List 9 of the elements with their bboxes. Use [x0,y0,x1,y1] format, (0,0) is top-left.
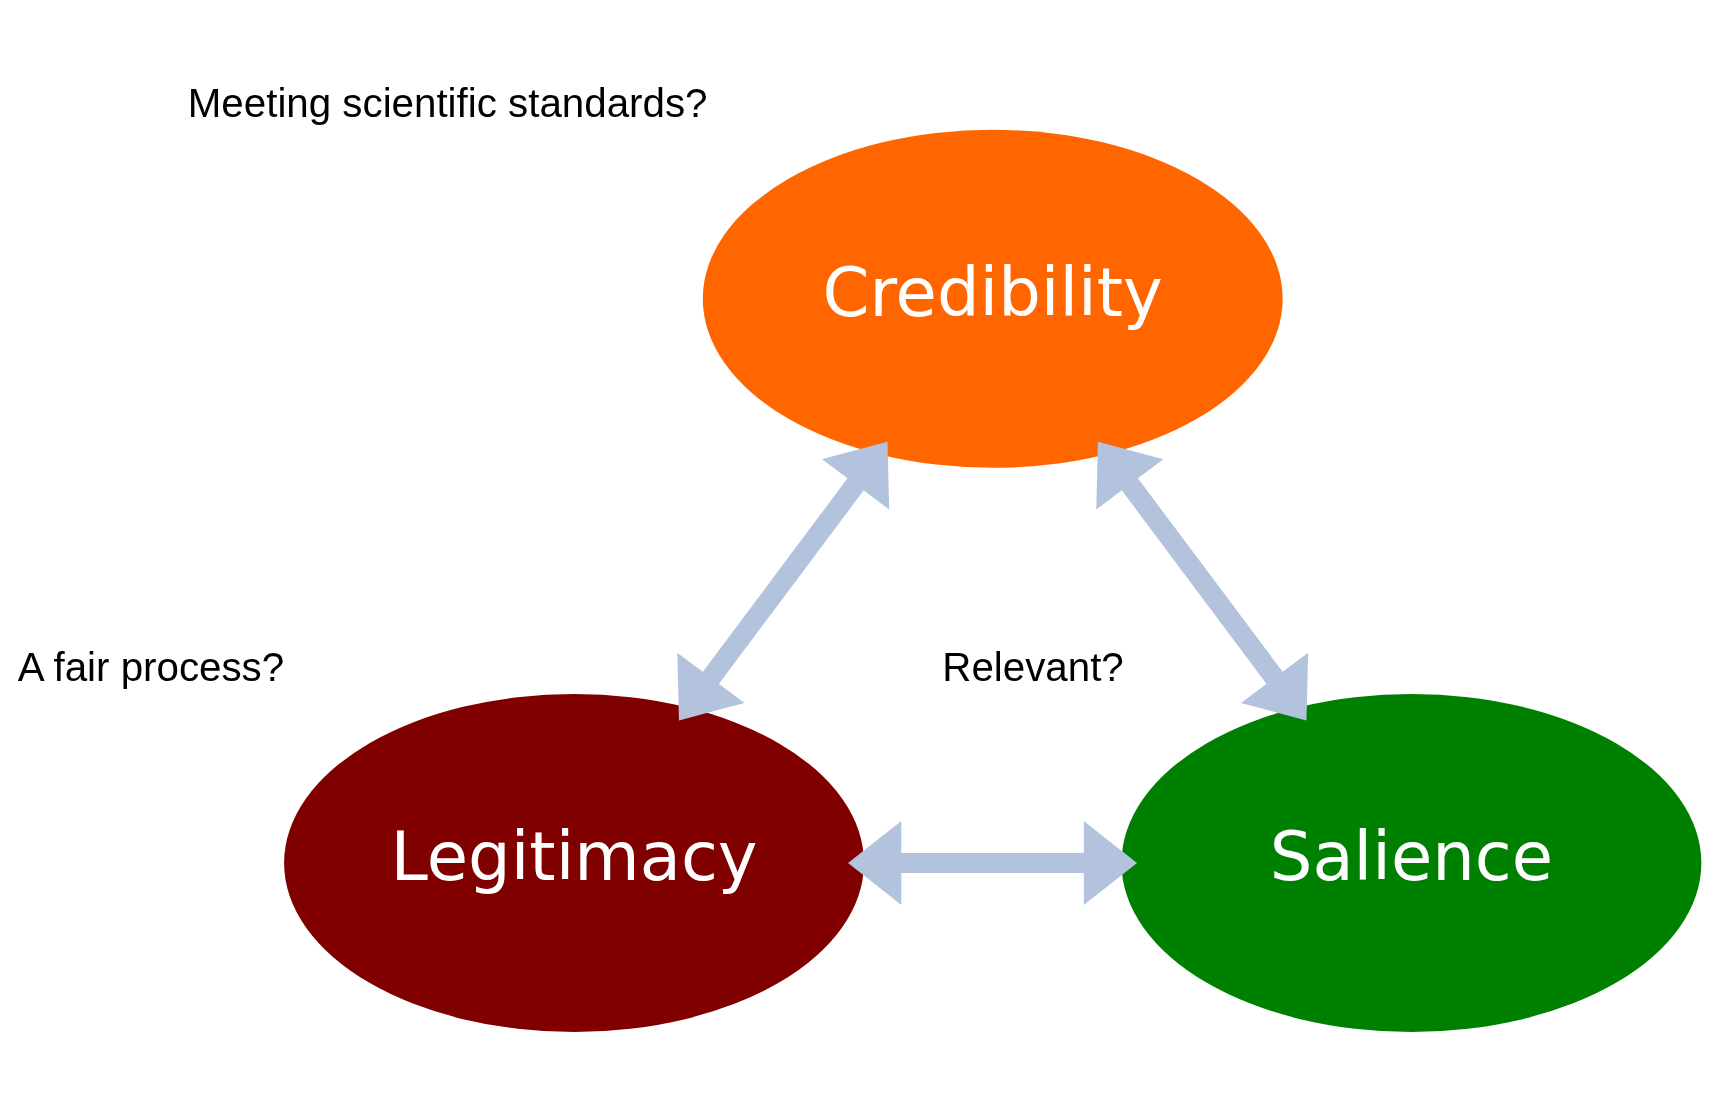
node-label: Relevant? [942,644,1124,690]
arrow [677,441,890,720]
node-ellipse: Salience [1121,693,1702,1032]
node-ellipse: Credibility [702,129,1283,468]
node-label: A fair process? [17,644,285,690]
node-label: Meeting scientific standards? [187,80,708,126]
node-ellipse: Legitimacy [284,693,864,1032]
arrow [848,820,1138,905]
arrow [1096,441,1309,720]
